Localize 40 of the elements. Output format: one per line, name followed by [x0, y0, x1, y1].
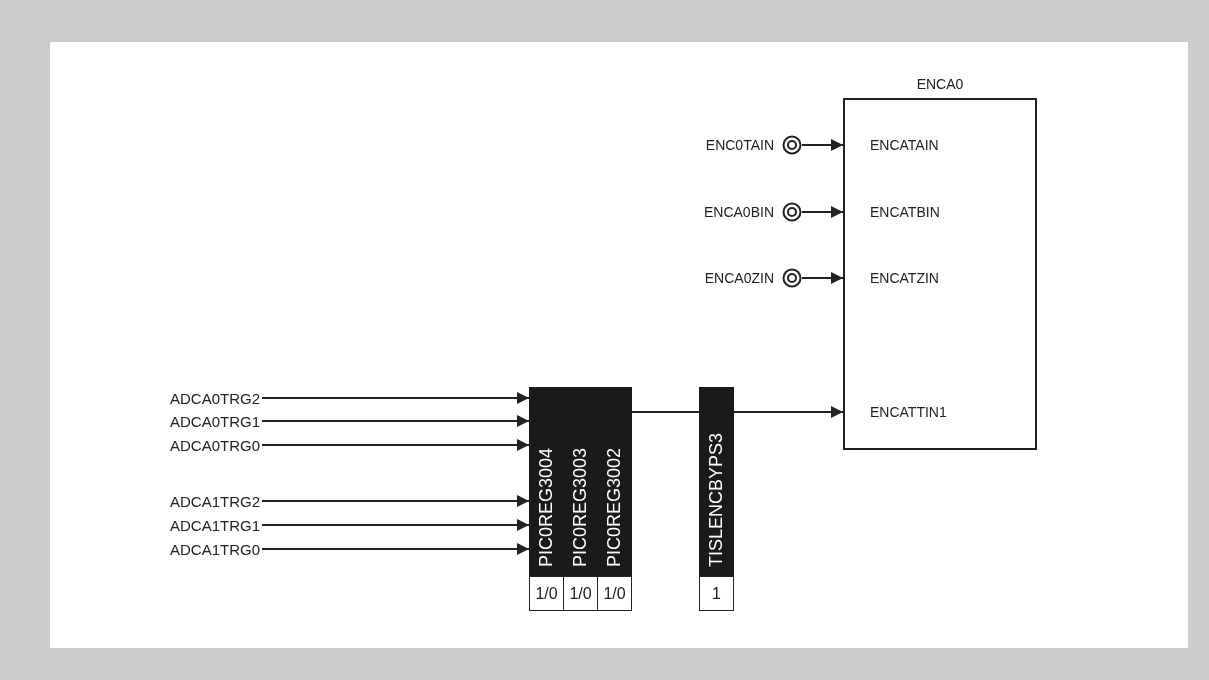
signal-name: ENCA0ZIN	[704, 270, 774, 286]
signal-name: ADCA1TRG0	[128, 539, 260, 559]
arrow	[801, 206, 844, 218]
signal-name: ENC0TAIN	[705, 137, 774, 153]
register-column	[699, 387, 734, 611]
bit-value: 1	[699, 576, 734, 611]
pin-name: ENCATTIN1	[843, 400, 1003, 424]
register-column	[529, 387, 564, 611]
register-column	[563, 387, 598, 611]
register-name: PIC0REG3004	[529, 387, 564, 577]
signal-name: ADCA0TRG0	[128, 435, 260, 455]
arrow	[261, 415, 530, 427]
pin-name: ENCATZIN	[843, 266, 1003, 290]
node-label: PIC0REG3003	[570, 447, 590, 567]
node-label: PIC0REG3004	[536, 447, 556, 567]
signal-name: ADCA1TRG1	[128, 515, 260, 535]
register-column	[597, 387, 632, 611]
arrow	[261, 495, 530, 507]
register-name: TISLENCBYPS3	[699, 387, 734, 577]
signal-name: ADCA0TRG1	[128, 411, 260, 431]
arrow	[801, 139, 844, 151]
block-title: ENCA0	[915, 76, 965, 92]
arrow	[261, 543, 530, 555]
pin-name: ENCATAIN	[843, 133, 1003, 157]
signal-name: ENCA0BIN	[703, 204, 774, 220]
register-name: PIC0REG3003	[563, 387, 598, 577]
arrow	[733, 406, 844, 418]
bit-value: 1/0	[563, 576, 598, 611]
arrow	[261, 392, 530, 404]
register-name: PIC0REG3002	[597, 387, 632, 577]
signal-name: ADCA0TRG2	[128, 388, 260, 408]
arrow	[261, 519, 530, 531]
pin-name: ENCATBIN	[843, 200, 1003, 224]
bit-value: 1/0	[529, 576, 564, 611]
node-label: PIC0REG3002	[604, 447, 624, 567]
connector-line	[631, 411, 700, 413]
arrow	[801, 272, 844, 284]
bit-value: 1/0	[597, 576, 632, 611]
signal-name: ADCA1TRG2	[128, 491, 260, 511]
arrow	[261, 439, 530, 451]
